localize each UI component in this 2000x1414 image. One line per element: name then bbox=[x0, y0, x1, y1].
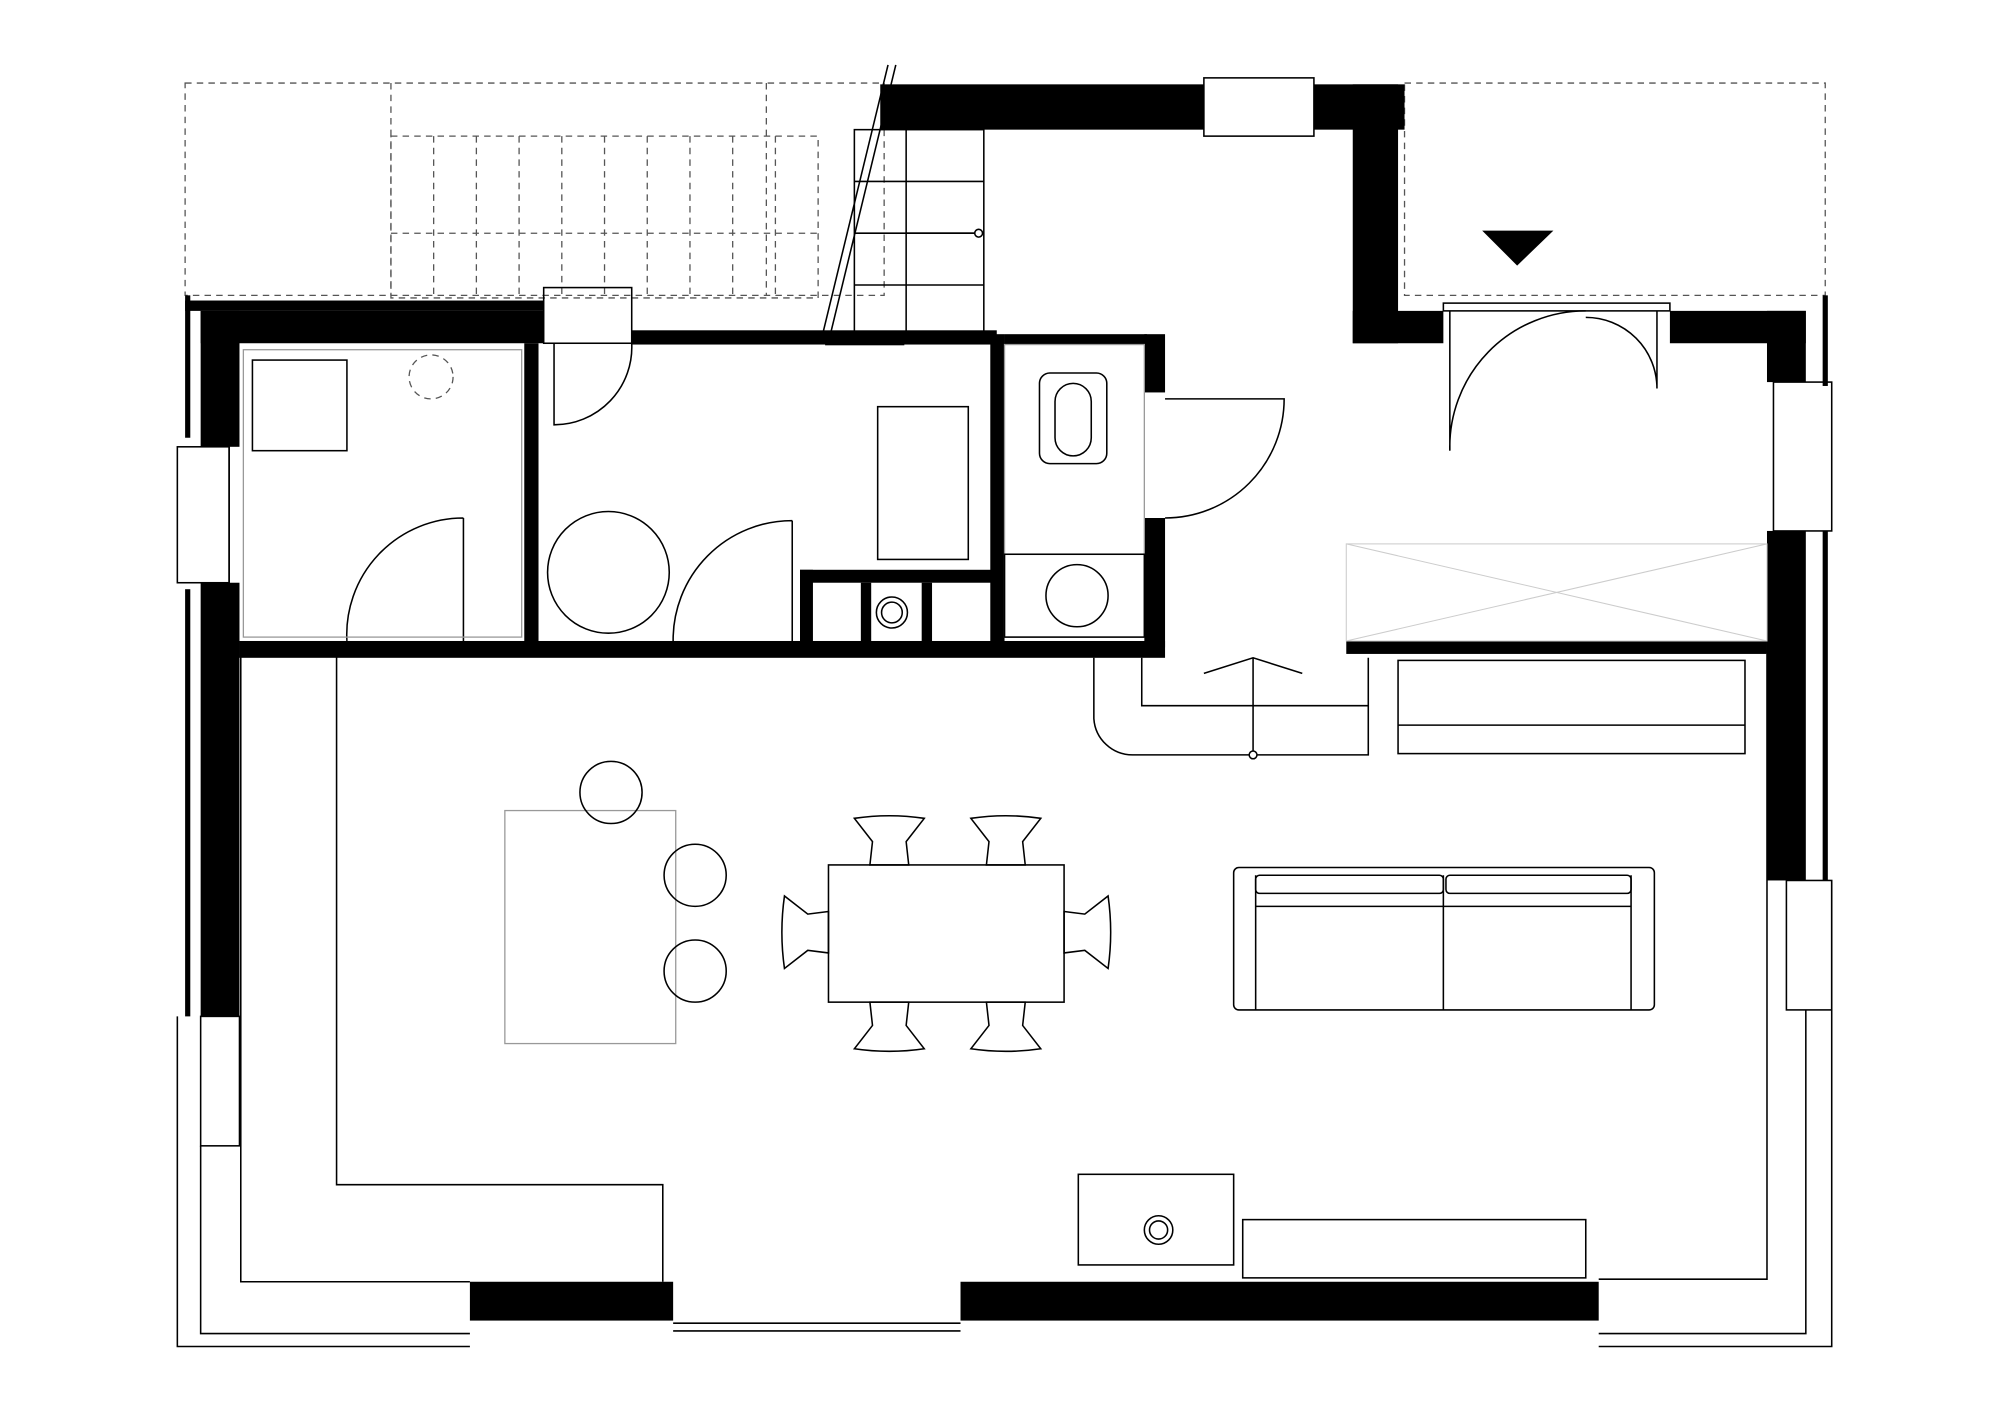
fixtures-and-furniture bbox=[240, 343, 1768, 1283]
doors bbox=[345, 230, 1671, 642]
exterior-stairs bbox=[390, 135, 819, 299]
entrance-marker bbox=[1482, 230, 1554, 266]
windows bbox=[176, 77, 1833, 1348]
walls bbox=[185, 84, 1828, 1321]
